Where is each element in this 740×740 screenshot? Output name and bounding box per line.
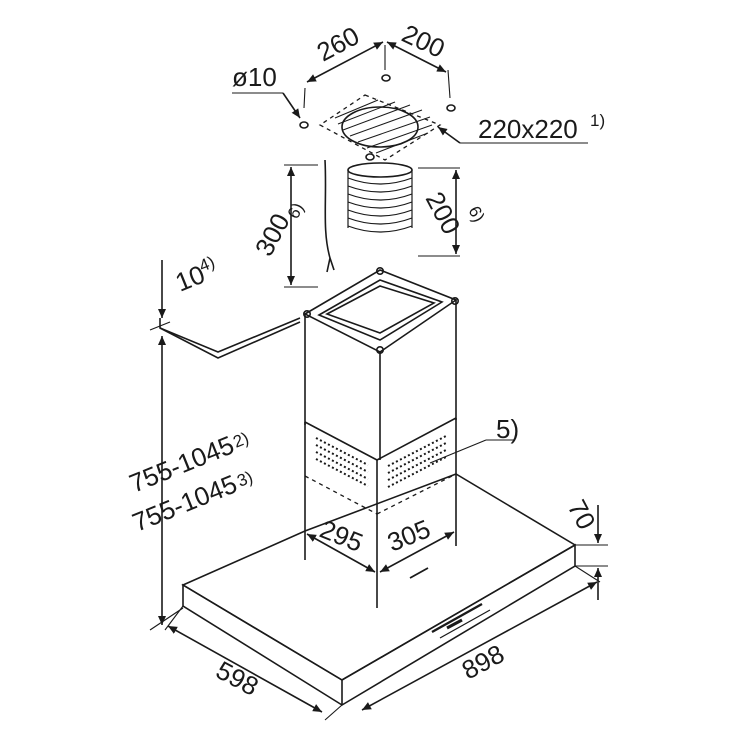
chimney-depth-dimension-line [306,533,376,573]
mounting-hole [446,104,456,112]
canopy [159,317,577,706]
flexible-duct [347,170,413,233]
top-depth-label: 260 [312,20,364,67]
mounting-hole [299,121,309,129]
vent-grille-right [387,435,447,488]
top-width-label: 200 [397,18,449,64]
ceiling-opening-label: 220x220 [478,114,578,144]
duct-length-label: 200 [420,187,467,239]
footprint-dimensions [164,565,601,721]
height-dimension [149,260,184,631]
cable-and-duct [284,159,460,288]
top-depth-dimension-line [306,41,384,83]
canopy-height-label: 70 [562,495,602,535]
power-cable [324,159,335,273]
hood-width-label: 898 [457,638,509,685]
height-range-a-note: 2) [230,428,251,451]
canopy-height-dimension [575,505,608,600]
chimney-footprint-dimensions [306,531,455,573]
hood-depth-label: 598 [211,655,263,702]
mounting-hole [365,153,375,161]
ceiling-edge [159,317,301,353]
ceiling-mounting-template [232,41,588,161]
hood-depth-dimension-line [167,625,323,713]
height-range-b-note: 3) [234,467,255,490]
chimney-width-dimension-line [379,531,455,573]
chimney [302,266,515,608]
ceiling-opening-outline [318,94,442,161]
chimney-depth-label: 295 [316,514,367,558]
duct-circle [341,106,419,148]
brand-logo [409,567,429,579]
chimney-width-label: 305 [383,513,434,557]
ceiling-gap-note: 4) [196,252,217,275]
top-width-dimension-line [386,41,447,73]
hood-width-dimension-line [361,581,598,711]
chimney-vent-note: 5) [496,414,519,444]
mounting-hole [381,74,391,82]
hole-diameter-label: ø10 [232,62,277,92]
duct-length-note: 6) [464,203,488,225]
vent-grille-left [315,437,369,487]
ceiling-opening-note: 1) [590,111,605,130]
